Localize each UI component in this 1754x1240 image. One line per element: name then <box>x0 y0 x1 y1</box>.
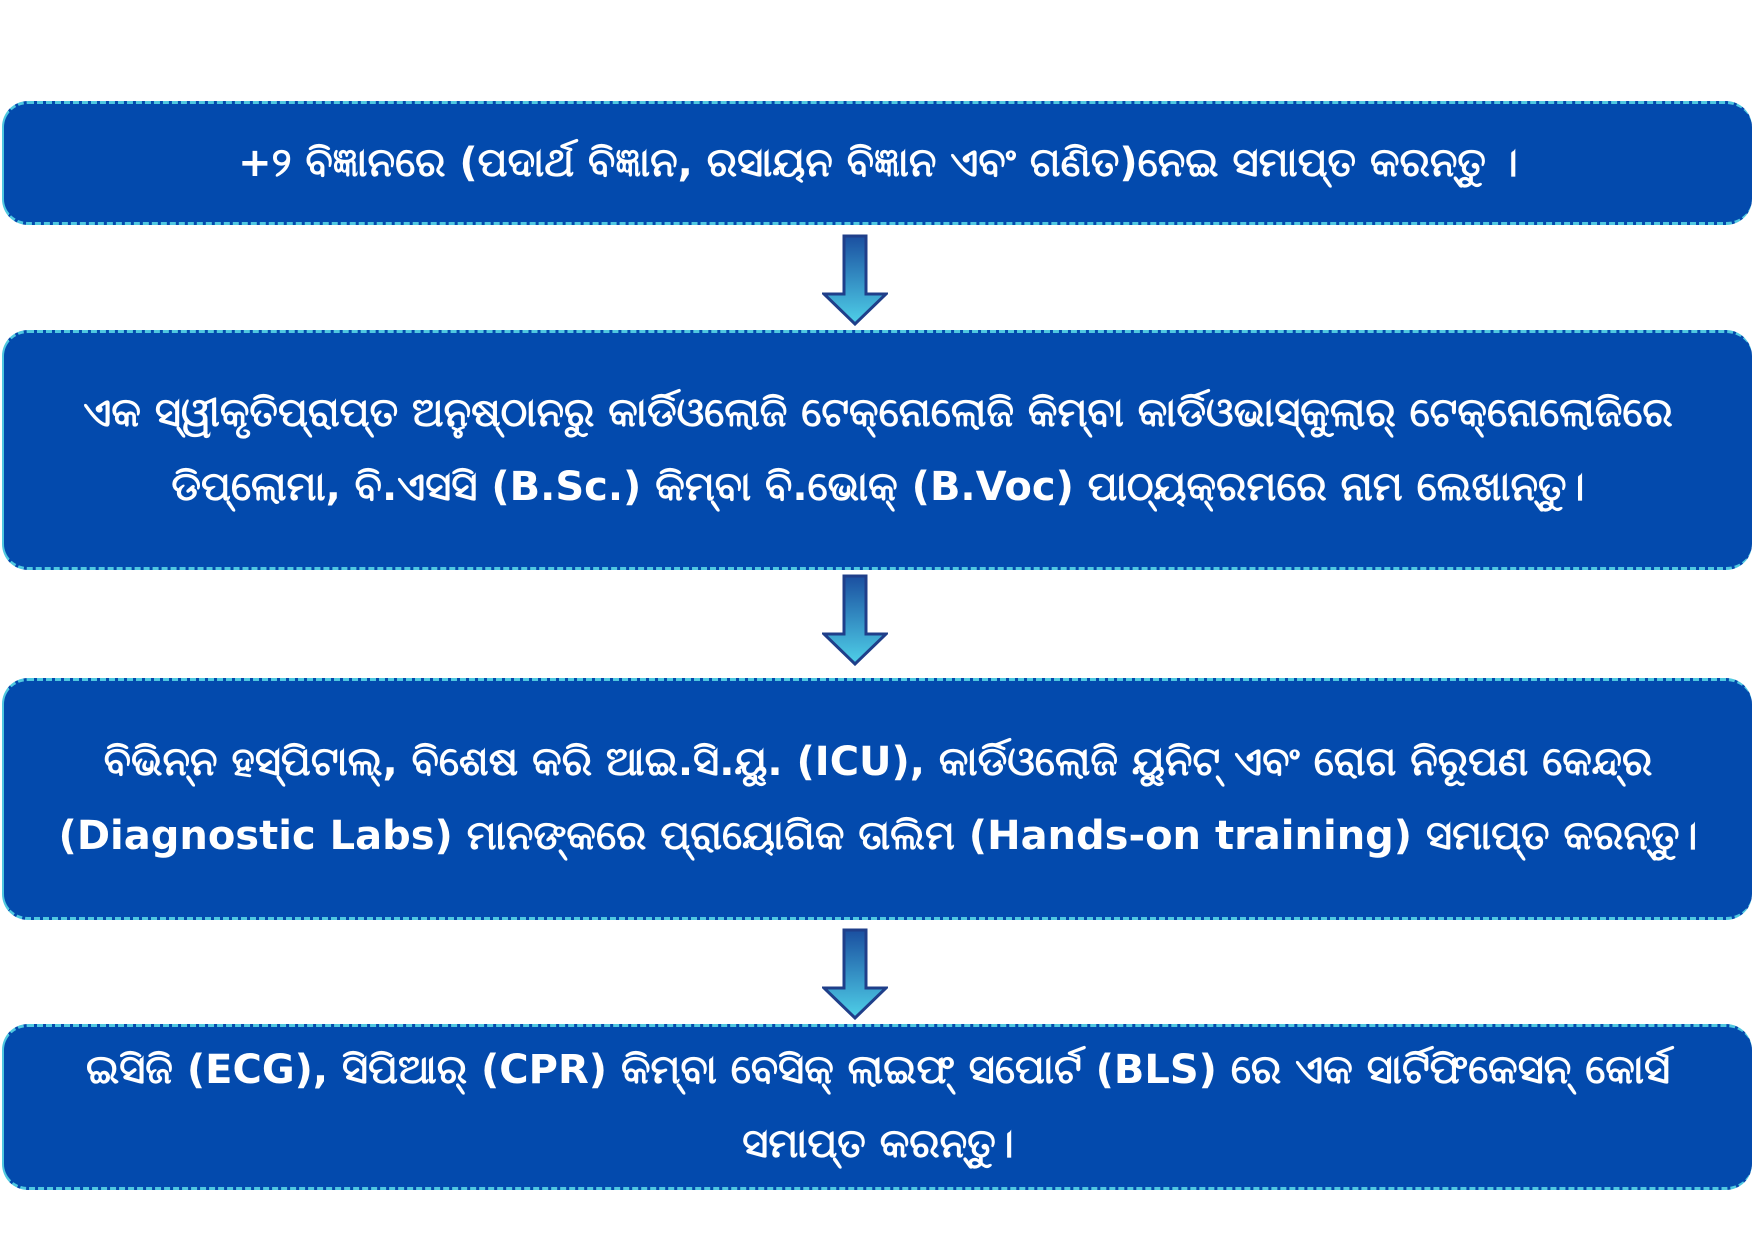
down-arrow-icon <box>822 928 888 1020</box>
step-3-box: ବିଭିନ୍ନ ହସ୍ପିଟାଲ୍, ବିଶେଷ କରି ଆଇ.ସି.ୟୁ. (… <box>2 678 1752 920</box>
down-arrow-icon <box>822 234 888 326</box>
step-3-text: ବିଭିନ୍ନ ହସ୍ପିଟାଲ୍, ବିଶେଷ କରି ଆଇ.ସି.ୟୁ. (… <box>58 739 1698 859</box>
step-1-box: +୨ ବିଜ୍ଞାନରେ (ପଦାର୍ଥ ବିଜ୍ଞାନ, ରସାୟନ ବିଜ୍… <box>2 101 1752 225</box>
step-1-text: +୨ ବିଜ୍ଞାନରେ (ପଦାର୍ଥ ବିଜ୍ଞାନ, ରସାୟନ ବିଜ୍… <box>238 140 1518 186</box>
step-4-box: ଇସିଜି (ECG), ସିପିଆର୍ (CPR) କିମ୍ବା ବେସିକ୍… <box>2 1024 1752 1190</box>
down-arrow-icon <box>822 574 888 666</box>
step-2-box: ଏକ ସ୍ୱୀକୃତିପ୍ରାପ୍ତ ଅନୁଷ୍ଠାନରୁ କାର୍ଡିଓଲୋଜ… <box>2 330 1752 570</box>
step-2-text: ଏକ ସ୍ୱୀକୃତିପ୍ରାପ୍ତ ଅନୁଷ୍ଠାନରୁ କାର୍ଡିଓଲୋଜ… <box>83 390 1673 510</box>
step-4-text: ଇସିଜି (ECG), ସିପିଆର୍ (CPR) କିମ୍ବା ବେସିକ୍… <box>85 1047 1671 1167</box>
